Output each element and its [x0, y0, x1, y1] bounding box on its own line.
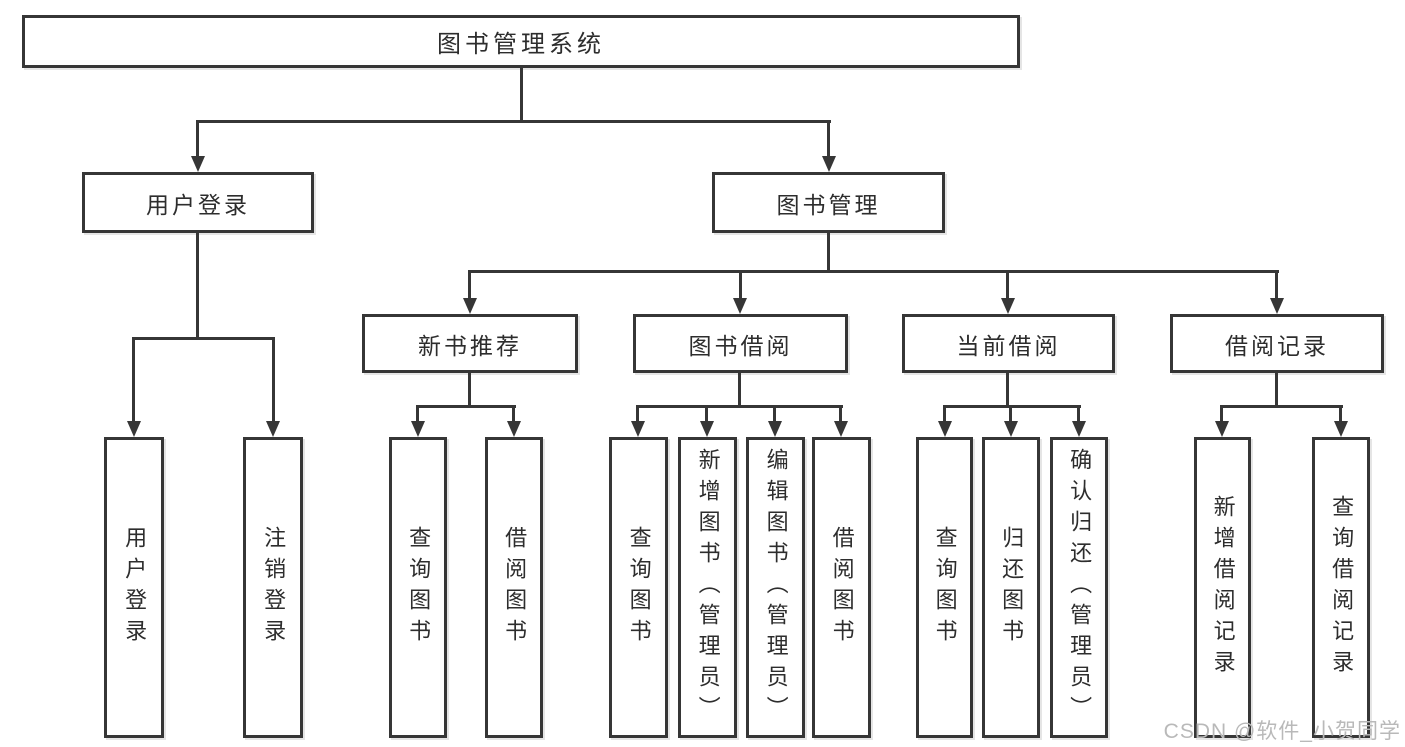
connector-line — [468, 270, 1279, 273]
connector-arrow — [1072, 421, 1086, 437]
connector-line — [1006, 272, 1009, 300]
connector-line — [943, 407, 946, 423]
leaf-confirm-return-admin-label: 确认归还（管理员） — [1067, 448, 1093, 727]
node-book-borrow: 图书借阅 — [633, 314, 848, 373]
connector-arrow — [127, 421, 141, 437]
connector-line — [773, 407, 776, 423]
leaf-confirm-return-admin: 确认归还（管理员） — [1050, 437, 1108, 738]
connector-arrow — [733, 298, 747, 314]
node-book-management: 图书管理 — [712, 172, 945, 233]
connector-line — [416, 407, 419, 423]
connector-line — [636, 407, 639, 423]
connector-line — [196, 233, 199, 340]
leaf-query-borrow-record-label: 查询借阅记录 — [1329, 494, 1355, 681]
connector-line — [1220, 405, 1343, 408]
node-new-book-recommend: 新书推荐 — [362, 314, 578, 373]
connector-line — [416, 405, 516, 408]
leaf-query-borrow-record: 查询借阅记录 — [1312, 437, 1370, 738]
connector-line — [827, 120, 830, 158]
connector-line — [1339, 407, 1342, 423]
connector-line — [468, 373, 471, 407]
leaf-query-book-3-label: 查询图书 — [932, 525, 958, 650]
leaf-return-book: 归还图书 — [982, 437, 1040, 738]
node-current-borrow-label: 当前借阅 — [956, 332, 1061, 359]
node-book-management-label: 图书管理 — [776, 191, 881, 218]
connector-arrow — [507, 421, 521, 437]
connector-line — [1275, 272, 1278, 300]
connector-arrow — [191, 156, 205, 172]
connector-line — [1006, 373, 1009, 407]
connector-arrow — [1001, 298, 1015, 314]
leaf-borrow-book-2: 借阅图书 — [812, 437, 871, 738]
connector-line — [739, 272, 742, 300]
node-user-login: 用户登录 — [82, 172, 314, 233]
node-current-borrow: 当前借阅 — [902, 314, 1115, 373]
connector-line — [520, 67, 523, 121]
leaf-logout: 注销登录 — [243, 437, 303, 738]
leaf-add-borrow-record: 新增借阅记录 — [1194, 437, 1251, 738]
connector-arrow — [1215, 421, 1229, 437]
leaf-return-book-label: 归还图书 — [999, 525, 1025, 650]
connector-arrow — [834, 421, 848, 437]
leaf-borrow-book-1: 借阅图书 — [485, 437, 543, 738]
connector-line — [132, 337, 275, 340]
node-new-book-recommend-label: 新书推荐 — [418, 332, 522, 359]
leaf-query-book-2-label: 查询图书 — [626, 525, 652, 650]
connector-arrow — [700, 421, 714, 437]
leaf-logout-label: 注销登录 — [261, 525, 287, 650]
connector-line — [1220, 407, 1223, 423]
connector-line — [705, 407, 708, 423]
node-user-login-label: 用户登录 — [146, 191, 250, 218]
csdn-watermark: CSDN @软件_小贺同学 — [1163, 720, 1401, 743]
connector-arrow — [266, 421, 280, 437]
leaf-edit-book-admin: 编辑图书（管理员） — [746, 437, 805, 738]
node-borrow-records-label: 借阅记录 — [1225, 332, 1329, 359]
connector-arrow — [1334, 421, 1348, 437]
connector-line — [738, 373, 741, 407]
connector-line — [132, 339, 135, 423]
connector-line — [512, 407, 515, 423]
connector-line — [272, 339, 275, 423]
node-borrow-records: 借阅记录 — [1170, 314, 1384, 373]
connector-arrow — [822, 156, 836, 172]
node-library-system: 图书管理系统 — [22, 15, 1020, 68]
connector-arrow — [1270, 298, 1284, 314]
leaf-add-book-admin: 新增图书（管理员） — [678, 437, 737, 738]
connector-line — [196, 120, 831, 123]
leaf-query-book-1-label: 查询图书 — [406, 525, 432, 650]
connector-arrow — [411, 421, 425, 437]
connector-line — [1009, 407, 1012, 423]
leaf-query-book-1: 查询图书 — [389, 437, 447, 738]
leaf-user-login-label: 用户登录 — [122, 525, 148, 650]
connector-line — [1077, 407, 1080, 423]
leaf-user-login: 用户登录 — [104, 437, 164, 738]
connector-arrow — [938, 421, 952, 437]
connector-line — [1275, 373, 1278, 407]
node-book-borrow-label: 图书借阅 — [688, 332, 793, 359]
leaf-query-book-3: 查询图书 — [916, 437, 973, 738]
connector-line — [468, 272, 471, 300]
connector-line — [636, 405, 843, 408]
leaf-query-book-2: 查询图书 — [609, 437, 668, 738]
node-library-system-label: 图书管理系统 — [437, 31, 605, 58]
connector-line — [943, 405, 1081, 408]
connector-arrow — [1004, 421, 1018, 437]
leaf-borrow-book-2-label: 借阅图书 — [829, 525, 855, 650]
connector-line — [196, 120, 199, 158]
leaf-borrow-book-1-label: 借阅图书 — [502, 525, 528, 650]
connector-line — [827, 233, 830, 272]
leaf-edit-book-admin-label: 编辑图书（管理员） — [763, 448, 789, 727]
leaf-add-borrow-record-label: 新增借阅记录 — [1210, 494, 1236, 681]
leaf-add-book-admin-label: 新增图书（管理员） — [695, 448, 721, 727]
connector-arrow — [768, 421, 782, 437]
connector-line — [839, 407, 842, 423]
connector-arrow — [463, 298, 477, 314]
connector-arrow — [631, 421, 645, 437]
